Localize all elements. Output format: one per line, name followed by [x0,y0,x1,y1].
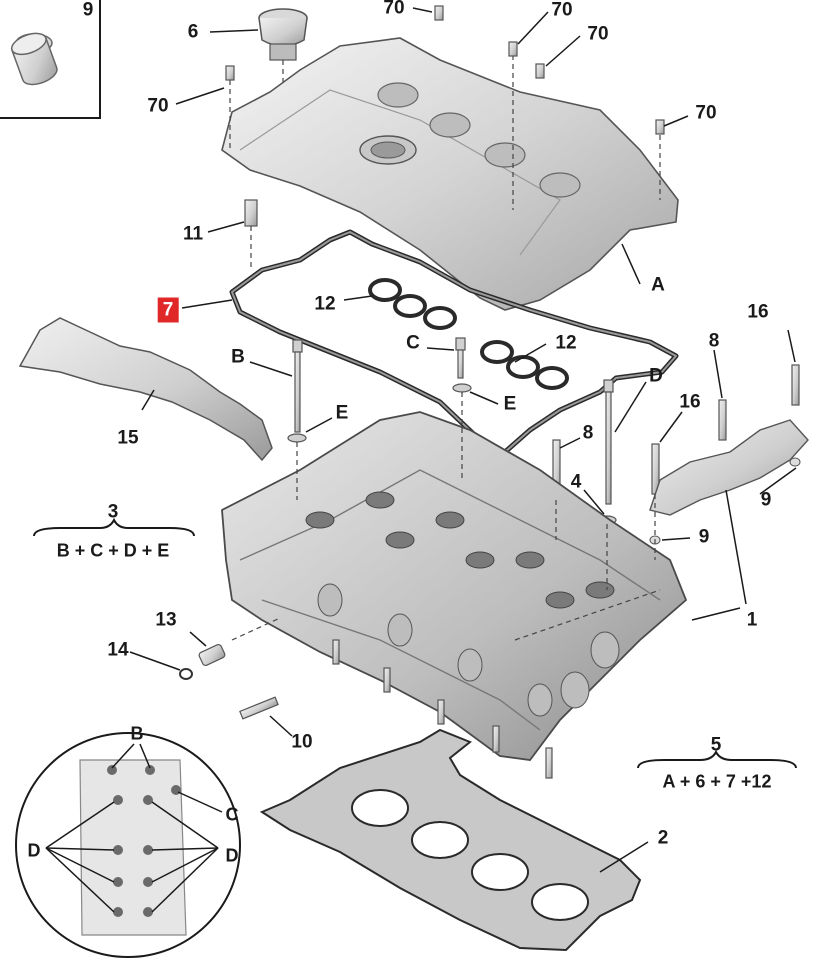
callout-e-left: E [335,402,349,424]
callout-b: B [231,346,245,368]
kit-3-formula: B + C + D + E [56,540,170,561]
callout-70-left: 70 [147,95,169,117]
callout-9-lower: 9 [698,526,710,548]
callout-12-upper: 12 [314,293,336,315]
brace-kit-3 [33,517,195,537]
cover-gasket-inner [231,231,677,453]
callout-15: 15 [117,427,139,449]
callout-11: 11 [182,223,204,245]
inset-label-b: B [130,723,144,744]
head-gasket-2 [259,728,642,952]
callout-14: 14 [107,639,129,661]
callout-d: D [649,365,663,387]
leader-lines [45,7,797,913]
inset-label-d-left: D [27,840,41,861]
rocker-cover-a [221,37,679,311]
callout-a: A [651,274,665,296]
callout-13: 13 [155,609,177,631]
cylinder-head-1 [221,411,688,779]
inset-label-d-right: D [225,845,239,866]
callout-6: 6 [187,21,199,43]
callout-8-top: 8 [708,330,720,352]
plug-13-seal-14 [179,643,226,680]
callout-70-b: 70 [587,23,609,45]
callout-16-mid: 16 [679,391,701,413]
callout-1: 1 [746,609,758,631]
callout-3: 3 [107,501,119,523]
callout-9-inset: 9 [82,0,94,21]
heat-shield-15 [18,317,273,462]
callout-2: 2 [657,827,669,849]
spark-plug-seals-12-lower [480,340,569,390]
callout-8-mid: 8 [582,422,594,444]
callout-10: 10 [291,731,313,753]
stud-10 [239,696,279,720]
cover-bolts-70 [225,5,665,135]
kit-5-formula: A + 6 + 7 +12 [662,771,772,792]
brace-kit-5 [637,749,797,769]
bushing-part-9 [10,32,58,86]
callout-70-top: 70 [383,0,405,19]
callout-12-lower: 12 [555,332,577,354]
callout-70-right: 70 [695,102,717,124]
callout-c: C [406,332,420,354]
head-bolts [287,337,800,525]
inset-label-c: C [225,804,239,825]
callout-7-highlighted: 7 [157,297,179,323]
callout-70-a: 70 [551,0,573,21]
callout-9-right: 9 [760,489,772,511]
callout-e-right: E [503,393,517,415]
bushing-inset-box [0,0,101,119]
cam-bearing-caps-9 [649,419,809,545]
callout-16-top: 16 [747,301,769,323]
spark-plug-seals-12-upper [368,278,457,330]
assembly-guide-lines [231,392,661,641]
callout-5: 5 [710,734,722,756]
oil-filler-cap-6 [258,8,308,160]
callout-4: 4 [570,471,582,493]
sensor-11 [244,199,258,270]
